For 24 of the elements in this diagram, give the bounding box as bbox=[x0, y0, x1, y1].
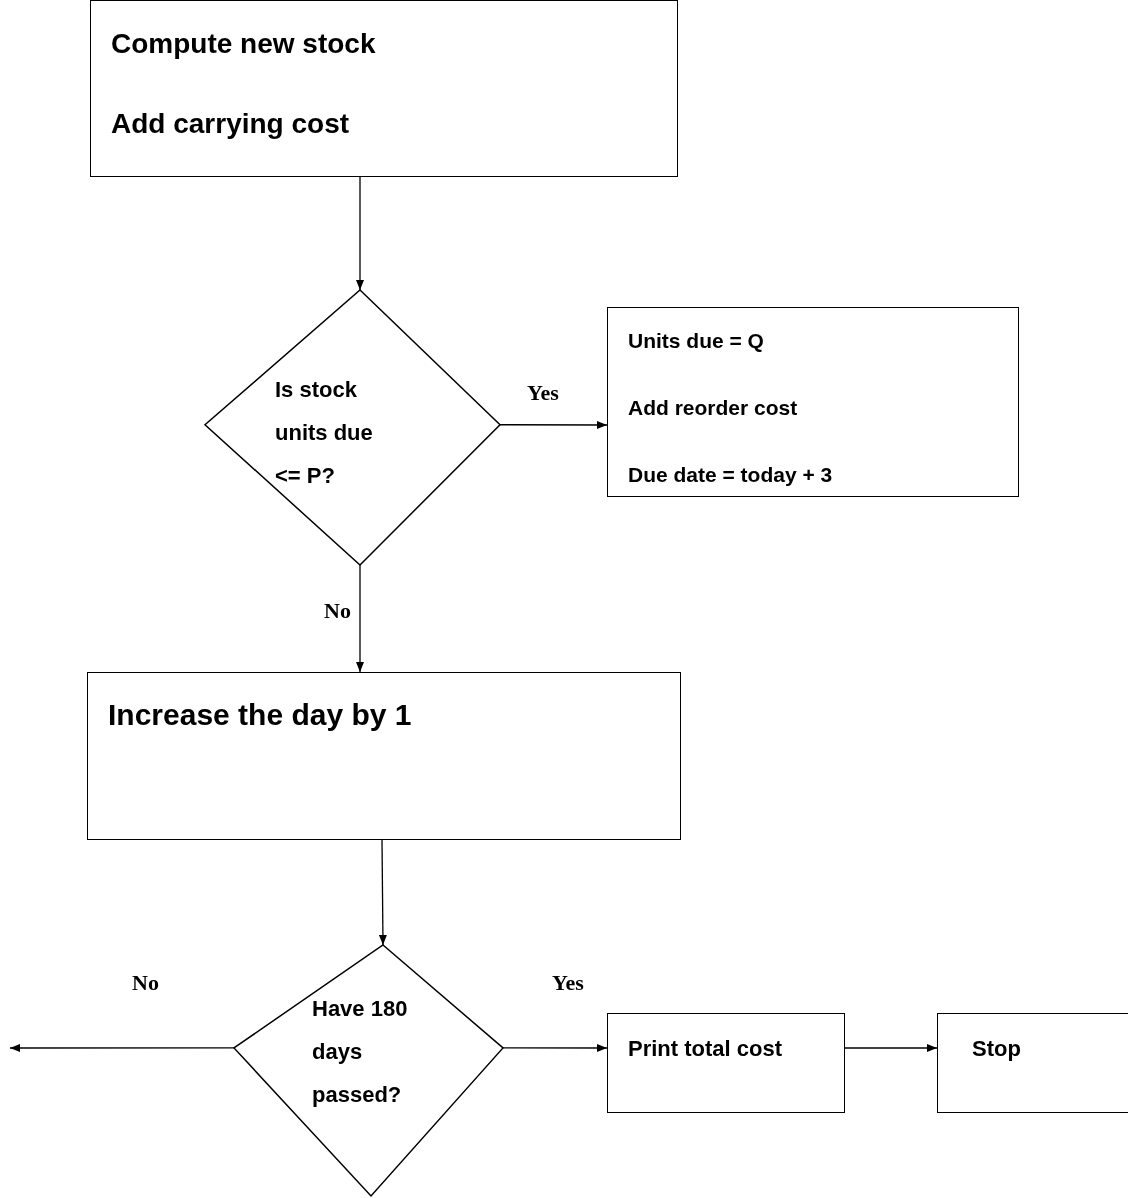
process-box bbox=[937, 1013, 1128, 1113]
process-box bbox=[607, 307, 1019, 497]
node-text: Have 180 days passed? bbox=[312, 995, 409, 1109]
node-text: Increase the day by 1 bbox=[108, 697, 412, 733]
arrow bbox=[499, 421, 608, 429]
node-text: Units due = Q bbox=[628, 328, 764, 354]
arrow bbox=[378, 839, 387, 946]
arrow bbox=[502, 1044, 608, 1052]
node-text: Compute new stock bbox=[111, 27, 376, 61]
node-text: Is stock units due <= P? bbox=[275, 376, 374, 490]
process-box bbox=[90, 0, 678, 177]
arrow bbox=[9, 1044, 235, 1052]
arrow bbox=[356, 564, 364, 673]
node-text: Stop bbox=[972, 1036, 1021, 1063]
arrow bbox=[844, 1044, 938, 1052]
node-text: Due date = today + 3 bbox=[628, 462, 833, 488]
decision-diamond bbox=[205, 290, 500, 565]
node-text: Add reorder cost bbox=[628, 395, 798, 421]
node-text: Add carrying cost bbox=[111, 107, 350, 141]
arrow bbox=[356, 176, 364, 291]
node-text: Print total cost bbox=[628, 1036, 782, 1063]
process-box bbox=[607, 1013, 845, 1113]
process-box bbox=[87, 672, 681, 840]
decision-diamond bbox=[234, 945, 503, 1196]
